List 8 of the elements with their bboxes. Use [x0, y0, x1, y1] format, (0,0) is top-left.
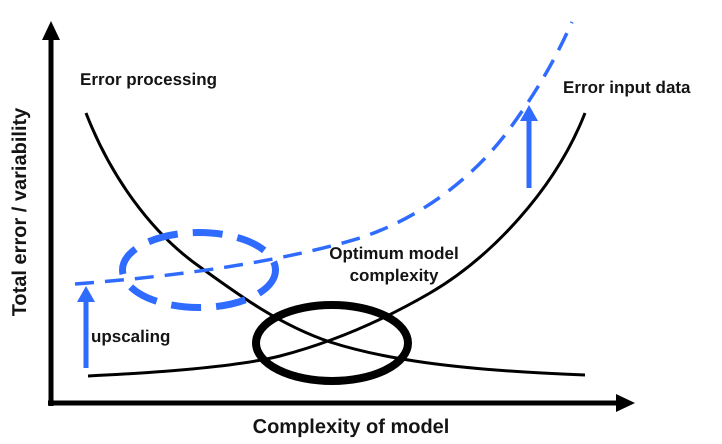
ellipse-outline	[252, 301, 412, 385]
curve-label: Error processing	[80, 69, 217, 91]
arrow-label: upscaling	[91, 326, 170, 348]
y-axis-title: Total error / variability	[8, 108, 32, 316]
dashed-ellipse	[119, 229, 279, 311]
curve-label: Error input data	[563, 77, 691, 99]
x-axis-title: Complexity of model	[252, 415, 450, 439]
annotation-text: Optimum model complexity	[328, 243, 460, 287]
